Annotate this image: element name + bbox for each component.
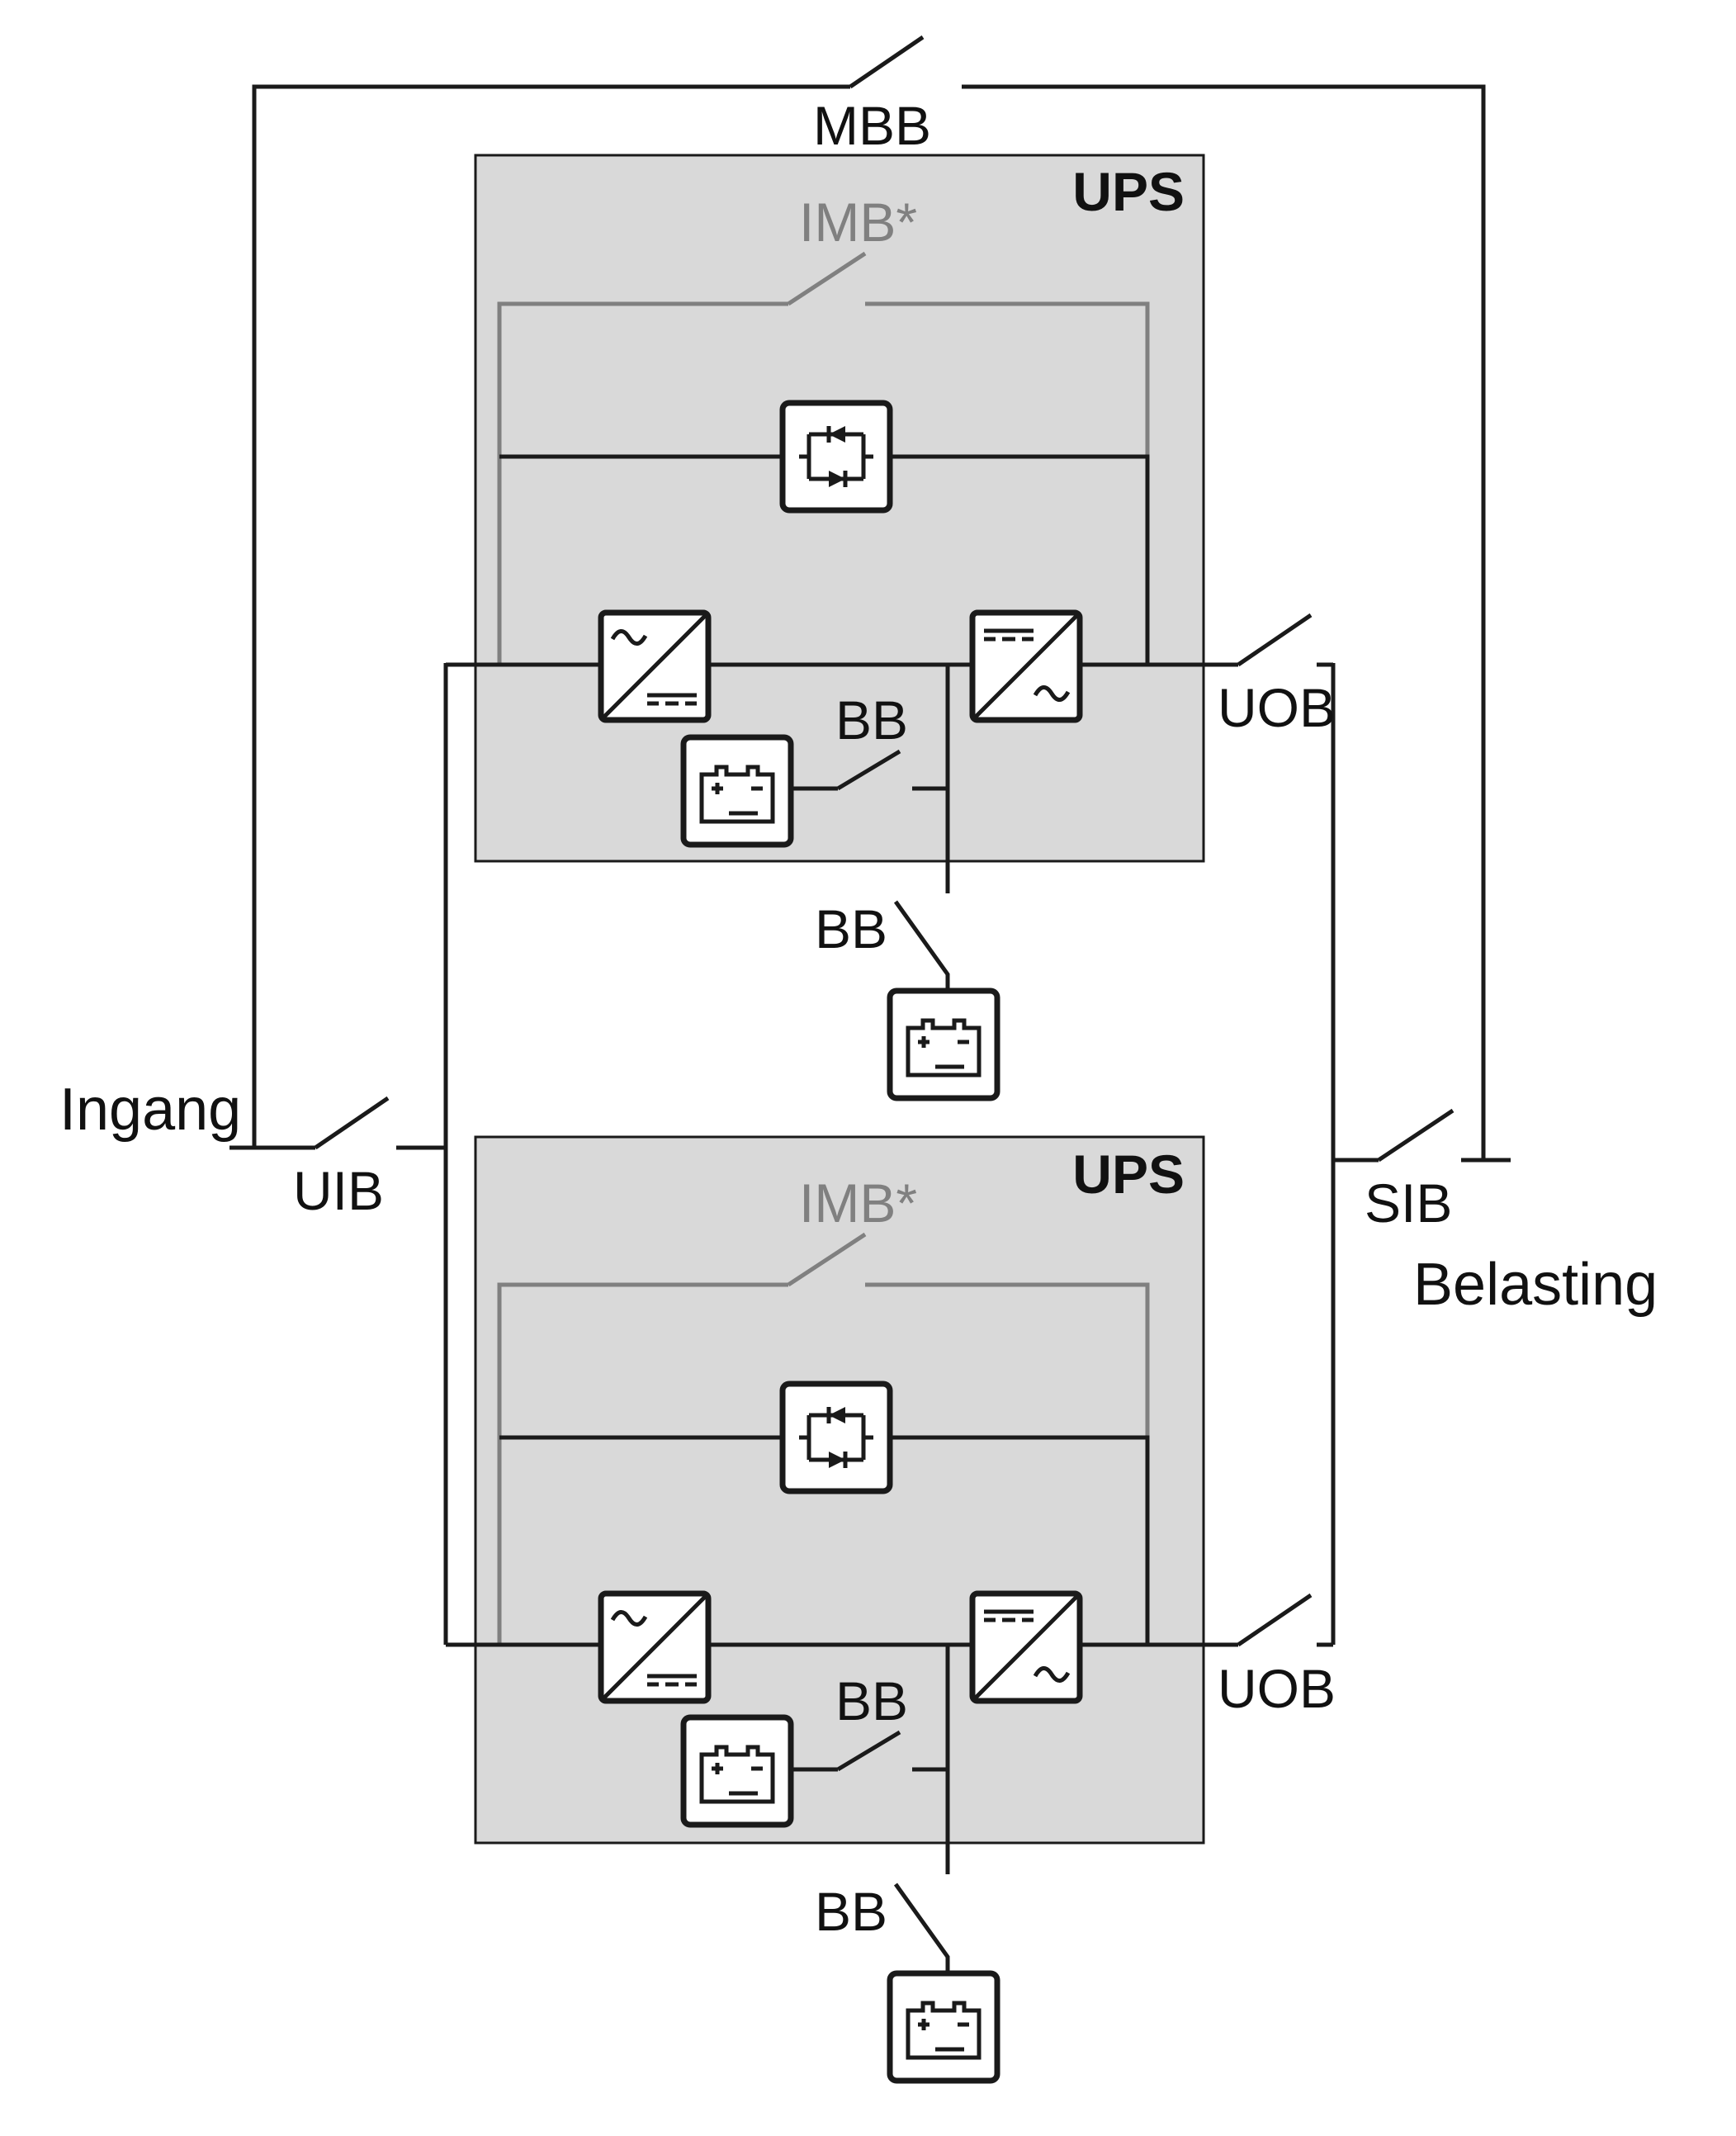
input-label: Ingang <box>59 1077 241 1143</box>
uib-label: UIB <box>293 1160 384 1221</box>
external-battery-icon <box>890 1973 997 2081</box>
uob-label: UOB <box>1218 1658 1336 1719</box>
output-bus <box>1331 663 1455 1645</box>
inverter-icon <box>972 613 1080 720</box>
imb-label: IMB* <box>799 1172 917 1234</box>
input-feed <box>229 663 448 1645</box>
battery-icon <box>684 737 791 845</box>
sib-label: SIB <box>1365 1172 1452 1234</box>
mbb-label: MBB <box>813 95 931 156</box>
bb-external-label: BB <box>815 1881 887 1942</box>
uob-label: UOB <box>1218 677 1336 738</box>
imb-label: IMB* <box>799 192 917 253</box>
static-switch-icon <box>783 403 890 510</box>
uib-breaker-icon <box>314 1096 390 1150</box>
uob-breaker-icon <box>1237 1593 1313 1647</box>
ups-unit-2: UPS IMB* UOB BB BB <box>446 1135 1336 2081</box>
battery-icon <box>684 1717 791 1825</box>
bb-breaker-icon <box>836 1730 901 1772</box>
bb-breaker-icon <box>836 749 901 791</box>
ups-title: UPS <box>1072 161 1185 222</box>
bb-internal-label: BB <box>835 689 908 751</box>
load-label: Belasting <box>1413 1252 1658 1318</box>
mbb-breaker-icon <box>849 35 925 89</box>
bb-external-label: BB <box>815 898 887 959</box>
rectifier-icon <box>601 1594 708 1701</box>
bb-external-breaker-icon <box>893 900 950 991</box>
static-switch-icon <box>783 1384 890 1491</box>
uob-breaker-icon <box>1237 613 1313 667</box>
bb-internal-label: BB <box>835 1670 908 1731</box>
ups-title: UPS <box>1072 1144 1185 1205</box>
imb-breaker-icon <box>787 251 867 306</box>
external-battery-icon <box>890 991 997 1098</box>
bb-external-breaker-icon <box>893 1883 950 1973</box>
rectifier-icon <box>601 613 708 720</box>
imb-breaker-icon <box>787 1232 867 1287</box>
sib-breaker-icon <box>1377 1108 1455 1163</box>
inverter-icon <box>972 1594 1080 1701</box>
maintenance-bypass-line <box>252 35 1511 1163</box>
ups-unit-1: UPS IMB* UOB BB BB <box>446 154 1336 1098</box>
